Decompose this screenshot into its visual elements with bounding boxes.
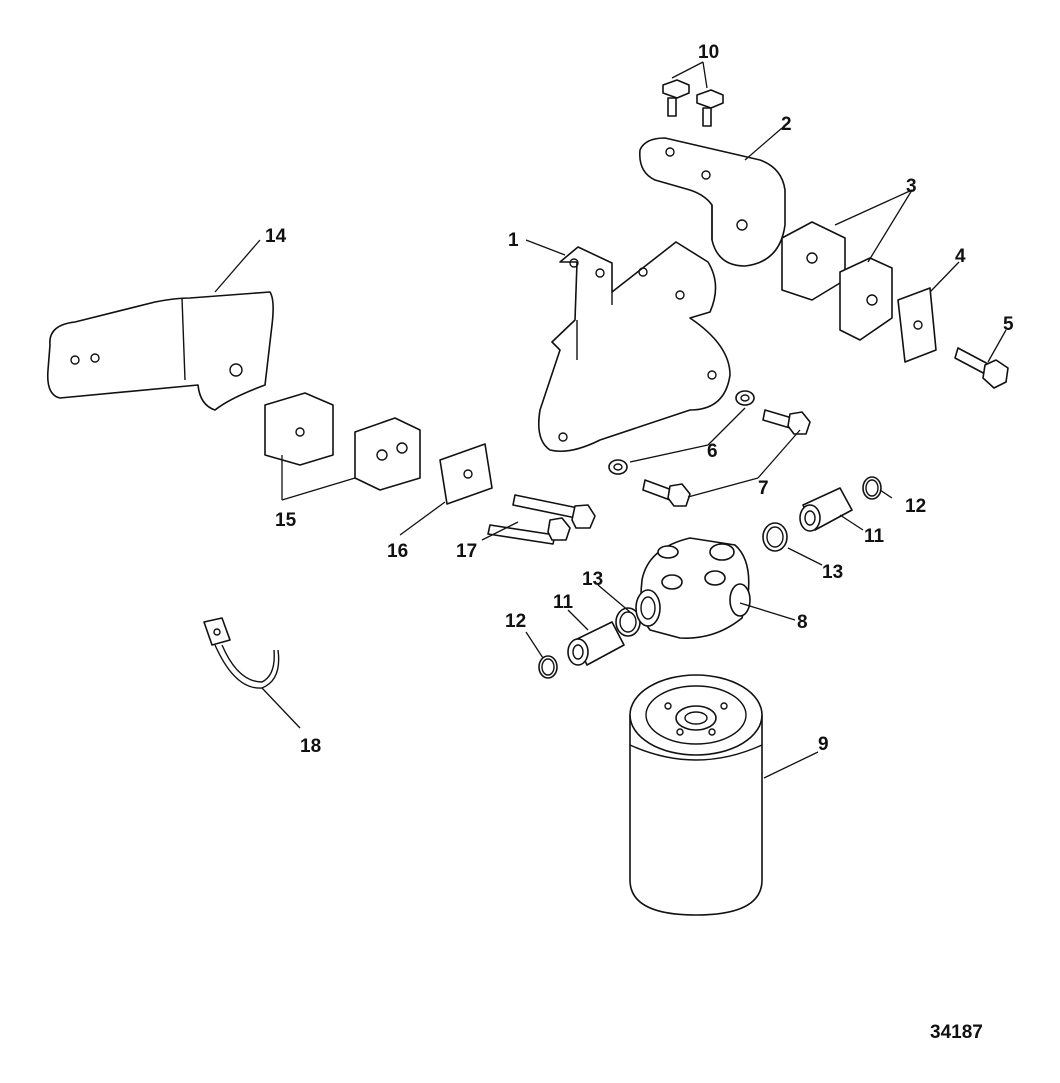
callout-12-right: 12 <box>905 496 926 517</box>
part-5-bolt <box>954 347 1009 389</box>
callout-labels: 10 2 3 4 5 1 14 6 7 12 11 13 8 15 16 17 … <box>265 42 1014 757</box>
callout-11-left: 11 <box>553 592 574 613</box>
part-8-filter-head <box>635 537 751 639</box>
callout-2: 2 <box>781 114 792 135</box>
callout-3: 3 <box>906 176 917 197</box>
part-18-clamp <box>203 617 280 689</box>
part-17-bolts <box>487 494 596 545</box>
part-2-l-bracket <box>638 137 786 267</box>
part-7-bolts <box>642 409 811 507</box>
part-10-bolts <box>662 79 724 127</box>
callout-9: 9 <box>818 734 829 755</box>
part-3-isolator-blocks <box>781 221 893 341</box>
callout-13-right: 13 <box>822 562 843 583</box>
callout-10: 10 <box>698 42 719 63</box>
part-12-o-rings <box>538 476 882 679</box>
callout-17: 17 <box>456 541 477 562</box>
part-9-filter <box>629 674 763 916</box>
callout-7: 7 <box>758 478 769 499</box>
part-6-washers <box>608 390 755 475</box>
callout-11-right: 11 <box>864 526 885 547</box>
callout-8: 8 <box>797 612 808 633</box>
callout-5: 5 <box>1003 314 1014 335</box>
part-14-bracket <box>46 291 274 411</box>
callout-16: 16 <box>387 541 408 562</box>
callout-4: 4 <box>955 246 966 267</box>
callout-12-left: 12 <box>505 611 526 632</box>
callout-6: 6 <box>707 441 718 462</box>
callout-18: 18 <box>300 736 321 757</box>
callout-1: 1 <box>508 230 519 251</box>
part-1-mounting-bracket <box>537 241 731 453</box>
callout-13-left: 13 <box>582 569 603 590</box>
part-15-isolator-blocks <box>264 392 421 491</box>
leader-lines <box>214 61 1007 779</box>
part-11-fittings <box>567 487 853 666</box>
callout-14: 14 <box>265 226 287 247</box>
part-13-o-rings <box>615 522 788 637</box>
figure-number: 34187 <box>930 1022 983 1043</box>
part-4-plate <box>897 287 937 363</box>
callout-15: 15 <box>275 510 297 531</box>
part-16-plate <box>439 443 493 505</box>
